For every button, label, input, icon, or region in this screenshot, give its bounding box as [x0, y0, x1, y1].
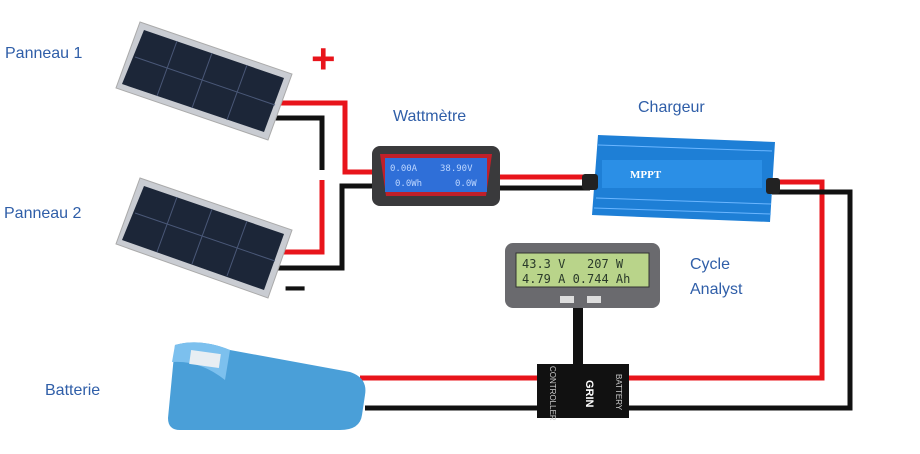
cycle-analyst-line2: 4.79 A 0.744 Ah [522, 272, 630, 286]
panel1-label: Panneau 1 [5, 45, 83, 62]
wattmeter-current: 0.00A [390, 164, 418, 174]
solar-panel-2 [115, 177, 293, 299]
cycle-analyst-label-line1: Cycle [690, 256, 731, 273]
shunt-battery-label: BATTERY [614, 374, 623, 411]
shunt-controller-label: CONTROLLER [548, 366, 557, 421]
panel1-negative-wire [272, 115, 325, 170]
cycle-analyst-device: 43.3 V 207 W 4.79 A 0.744 Ah [505, 243, 660, 308]
cycle-analyst-line1: 43.3 V 207 W [522, 257, 624, 271]
shunt-brand: GRIN [583, 380, 595, 408]
battery-label: Batterie [45, 382, 101, 399]
positive-sign: + [311, 35, 336, 82]
solar-panel-1 [115, 21, 293, 141]
battery-pack [168, 342, 366, 430]
wattmeter-device: 0.00A 38.90V 0.0Wh 0.0W [372, 146, 500, 206]
panel2-positive-wire [275, 180, 325, 255]
cycle-analyst-label-line2: Analyst [690, 281, 743, 298]
charger-positive-out-wire [626, 179, 825, 381]
panel1-positive-wire [278, 100, 375, 175]
wattmeter-energy: 0.0Wh [395, 179, 422, 189]
wattmeter-power: 0.0W [455, 179, 477, 189]
charger-label: Chargeur [638, 99, 705, 116]
wattmeter-voltage: 38.90V [440, 164, 473, 174]
panel2-label: Panneau 2 [4, 205, 82, 222]
grin-shunt: CONTROLLER GRIN BATTERY [537, 364, 629, 421]
charger-label-mppt: MPPT [630, 169, 662, 181]
mppt-charger: MPPT [582, 135, 780, 222]
negative-sign: − [284, 268, 307, 310]
charger-negative-out-wire [626, 189, 853, 411]
panel2-negative-wire [268, 183, 375, 271]
wattmeter-label: Wattmètre [393, 108, 467, 125]
